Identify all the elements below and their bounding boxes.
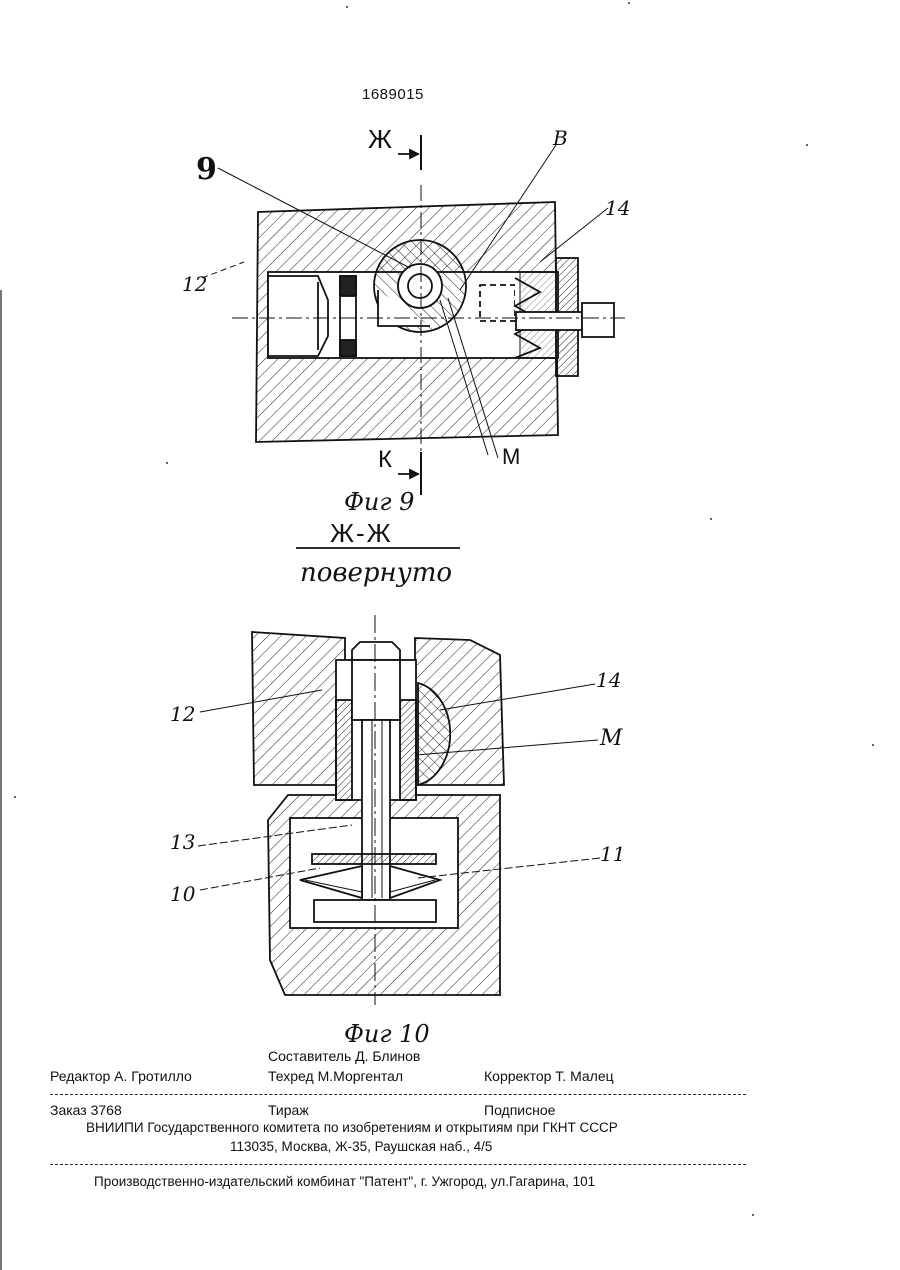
scan-speck	[710, 518, 712, 520]
imprint-rule-top	[50, 1094, 746, 1095]
scan-speck	[806, 144, 808, 146]
figure9-caption: Фиг 9	[344, 488, 414, 516]
figure10-label-13: 13	[170, 830, 195, 854]
imprint-institute: ВНИИПИ Государственного комитета по изоб…	[86, 1120, 618, 1135]
scan-speck	[628, 2, 630, 4]
figure10-caption: Фиг 10	[344, 1020, 430, 1048]
section-subtitle: повернуто	[300, 558, 452, 588]
scan-speck	[166, 462, 168, 464]
figure10-label-10: 10	[170, 882, 195, 906]
scan-speck	[14, 796, 16, 798]
imprint-circulation: Тираж	[268, 1102, 309, 1118]
imprint-techred: Техред М.Моргентал	[268, 1068, 403, 1084]
scan-speck	[752, 1214, 754, 1216]
figure-10-drawing	[198, 615, 600, 1005]
figure10-label-m: М	[600, 726, 623, 751]
imprint-order: Заказ 3768	[50, 1102, 122, 1118]
figure10-label-11: 11	[600, 842, 625, 866]
imprint-subscription: Подписное	[484, 1102, 555, 1118]
figure10-label-12: 12	[170, 702, 195, 726]
imprint-editor: Редактор А. Гротилло	[50, 1068, 192, 1084]
figure10-label-14: 14	[596, 668, 621, 692]
imprint-compiler: Составитель Д. Блинов	[268, 1048, 420, 1064]
section-title: Ж-Ж	[330, 518, 393, 549]
figure9-label-b: В	[553, 126, 568, 150]
figure-9-drawing	[202, 135, 625, 495]
figure9-label-12: 12	[182, 272, 207, 296]
imprint-address: 113035, Москва, Ж-35, Раушская наб., 4/5	[230, 1139, 492, 1154]
imprint-corrector: Корректор Т. Малец	[484, 1068, 614, 1084]
scan-speck	[872, 744, 874, 746]
figure9-label-14: 14	[605, 196, 630, 220]
figure9-section-mark-bottom: К	[378, 446, 392, 474]
scan-speck	[346, 6, 348, 8]
imprint-rule-bottom	[50, 1164, 746, 1165]
imprint-publisher: Производственно-издательский комбинат "П…	[94, 1174, 595, 1189]
figure9-label-m: М	[502, 444, 520, 470]
figure9-label-9: 9	[196, 152, 217, 187]
figure9-section-mark-top: Ж	[368, 124, 392, 155]
